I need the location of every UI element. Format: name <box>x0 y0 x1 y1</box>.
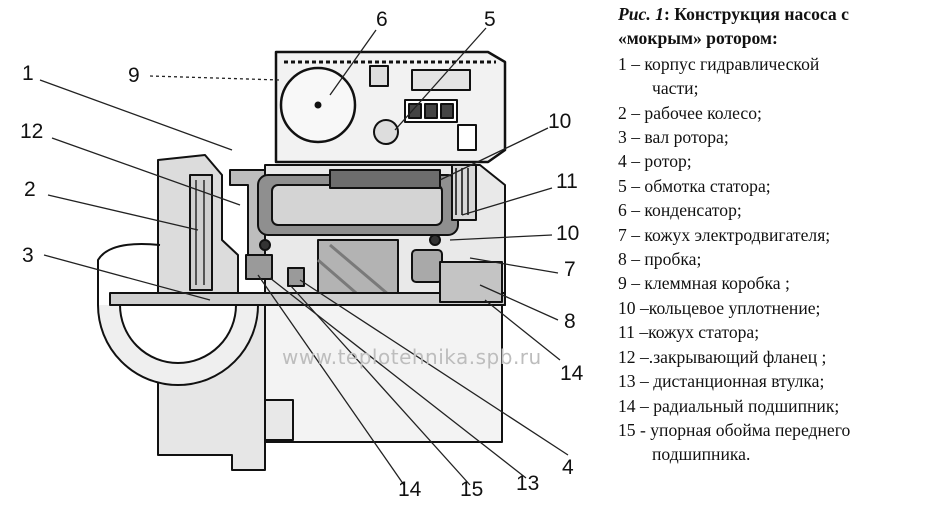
legend-item-text: 4 – ротор; <box>618 151 692 172</box>
pump-cross-section-diagram: www.teplotehnika.spb.ru 1 9 12 2 3 6 5 1… <box>20 8 584 501</box>
legend-list: 1 – корпус гидравлической части; 2 – рабоч… <box>618 52 924 467</box>
callout-9: 9 <box>128 64 140 87</box>
plug <box>439 261 503 303</box>
legend-item-continuation: подшипника. <box>652 444 751 465</box>
legend-item: 13 – дистанционная втулка; <box>618 369 924 393</box>
legend-item-text: 2 – рабочее колесо; <box>618 102 762 123</box>
legend-item: 5 – обмотка статора; <box>618 174 924 198</box>
callout-4: 4 <box>562 456 574 479</box>
callout-2: 2 <box>24 178 36 201</box>
watermark: www.teplotehnika.spb.ru <box>282 345 542 369</box>
legend-item-text: 8 – пробка; <box>618 249 702 270</box>
callout-1: 1 <box>22 62 34 85</box>
legend-item-text: 3 – вал ротора; <box>618 127 729 148</box>
legend-item-text: 13 – дистанционная втулка; <box>618 371 825 392</box>
legend-item-text: 11 –кожух статора; <box>618 322 760 343</box>
callout-6: 6 <box>376 8 388 31</box>
legend-item-text: 7 – кожух электродвигателя; <box>618 224 831 245</box>
callout-10b: 10 <box>556 222 579 245</box>
figure-caption: Рис. 1: Конструкция насоса с «мокрым» ро… <box>618 2 924 51</box>
legend-item: 2 – рабочее колесо; <box>618 101 924 125</box>
legend-item: 10 –кольцевое уплотнение; <box>618 296 924 320</box>
legend-item: 3 – вал ротора; <box>618 125 924 149</box>
legend-item: 4 – ротор; <box>618 149 924 173</box>
o-ring-seal <box>259 239 271 251</box>
legend-item: 12 –.закрывающий фланец ; <box>618 345 924 369</box>
leader-lines <box>39 27 569 486</box>
figure-title: : Конструкция насоса с «мокрым» ротором: <box>618 4 849 49</box>
callout-14b: 14 <box>560 362 584 385</box>
legend-panel: Рис. 1: Конструкция насоса с «мокрым» ро… <box>618 2 924 467</box>
radial-bearing <box>245 254 273 280</box>
legend-item-text: 1 – корпус гидравлической <box>618 53 820 74</box>
legend-item: 15 - упорная обойма переднего подшипника. <box>618 418 924 467</box>
callout-numbers: 1 9 12 2 3 6 5 10 11 10 7 8 14 4 13 15 1… <box>20 8 584 501</box>
callout-11: 11 <box>556 170 578 193</box>
legend-item-text: 10 –кольцевое уплотнение; <box>618 297 821 318</box>
legend-item: 9 – клеммная коробка ; <box>618 271 924 295</box>
callout-5: 5 <box>484 8 496 31</box>
legend-item-continuation: части; <box>652 78 699 99</box>
callout-8: 8 <box>564 310 576 333</box>
legend-item: 1 – корпус гидравлической части; <box>618 52 924 101</box>
legend-item: 6 – конденсатор; <box>618 198 924 222</box>
legend-item-text: 15 - упорная обойма переднего <box>618 419 851 440</box>
callout-12: 12 <box>20 120 43 143</box>
callout-14a: 14 <box>398 478 422 501</box>
callout-10a: 10 <box>548 110 571 133</box>
legend-item-text: 5 – обмотка статора; <box>618 175 771 196</box>
legend-item: 11 –кожух статора; <box>618 320 924 344</box>
motor-lower-block <box>264 304 503 443</box>
callout-3: 3 <box>22 244 34 267</box>
legend-item: 8 – пробка; <box>618 247 924 271</box>
legend-item-text: 14 – радиальный подшипник; <box>618 395 840 416</box>
callout-15: 15 <box>460 478 483 501</box>
legend-item: 14 – радиальный подшипник; <box>618 394 924 418</box>
impeller <box>189 174 213 291</box>
figure-ref: Рис. 1 <box>618 4 664 24</box>
callout-13: 13 <box>516 472 539 495</box>
legend-item-text: 9 – клеммная коробка ; <box>618 273 790 294</box>
callout-7: 7 <box>564 258 576 281</box>
legend-item: 7 – кожух электродвигателя; <box>618 223 924 247</box>
legend-item-text: 6 – конденсатор; <box>618 200 742 221</box>
legend-item-text: 12 –.закрывающий фланец ; <box>618 346 827 367</box>
